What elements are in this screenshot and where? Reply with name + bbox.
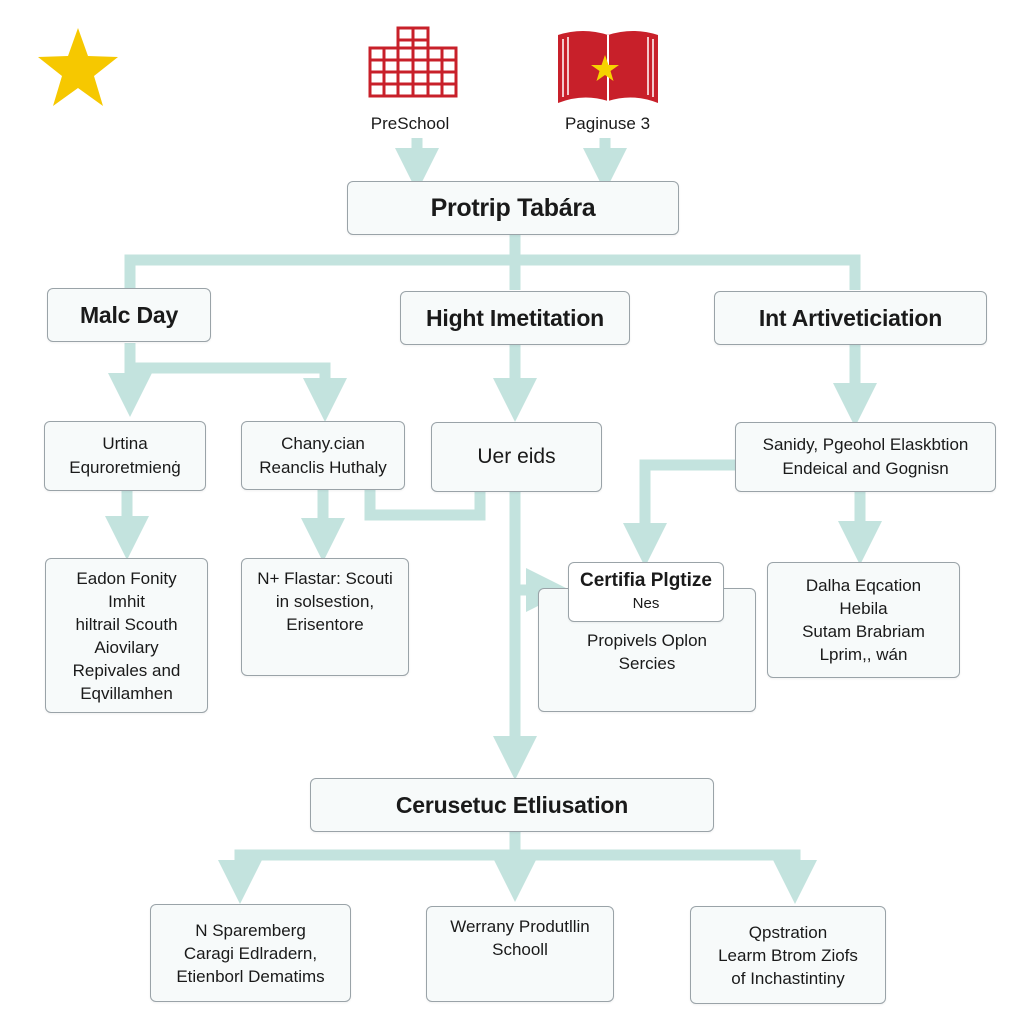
node-subtitle: Nes (632, 595, 660, 612)
node-malc-day: Malc Day (47, 288, 211, 342)
node-line: Sercies (618, 654, 676, 673)
node-line: Learm Btrom Ziofs (718, 945, 858, 965)
node-line: Sutam Brabriam (802, 622, 925, 641)
node-sanidy: Sanidy, Pgeohol Elaskbtion Endeical and … (735, 422, 996, 492)
node-line: Eadon Fonity (76, 568, 177, 588)
node-line: N+ Flastar: Scouti (257, 569, 393, 588)
node-line: Qpstration (748, 922, 828, 942)
node-line: Endeical and Gognisn (782, 459, 949, 478)
node-line: Reanclis Huthaly (259, 457, 387, 477)
star-icon (38, 28, 118, 106)
node-line: Sanidy, Pgeohol Elaskbtion (762, 435, 969, 454)
node-line: Repivales and (72, 660, 181, 680)
node-line: hiltrail Scouth (75, 614, 178, 634)
node-line: Uer eids (477, 445, 556, 468)
root-node: Protrip Tabára (347, 181, 679, 235)
node-line: Imhit (108, 591, 145, 611)
node-line: Lprim,, wán (819, 645, 908, 664)
node-eadon-fonity: Eadon Fonity Imhit hiltrail Scouth Aiovi… (45, 558, 208, 713)
node-hight-imetitation: Hight Imetitation (400, 291, 630, 345)
root-node-label: Protrip Tabára (430, 193, 596, 222)
node-label: Cerusetuc Etliusation (395, 791, 629, 818)
node-line: Equroretmienġ (69, 458, 181, 477)
node-line: Propivels Oplon (586, 631, 707, 650)
flag-book-icon (558, 31, 658, 103)
node-uer-eids: Uer eids (431, 422, 602, 492)
school-building-icon (368, 26, 458, 98)
book-label: Paginuse 3 (564, 114, 651, 133)
node-line: Schooll (492, 940, 548, 959)
node-line: Hebila (839, 599, 888, 618)
node-flastar: N+ Flastar: Scouti in solsestion, Erisen… (241, 558, 409, 676)
node-cerusetuc-etliusation: Cerusetuc Etliusation (310, 778, 714, 832)
node-line: of Inchastintiny (731, 968, 845, 988)
node-line: Werrany Produtllin (450, 917, 590, 936)
node-int-artiveticiation: Int Artiveticiation (714, 291, 987, 345)
node-label: Int Artiveticiation (758, 304, 943, 331)
node-dalha-eqcation: Dalha Eqcation Hebila Sutam Brabriam Lpr… (767, 562, 960, 678)
preschool-label: PreSchool (370, 114, 450, 133)
node-line: Urtina (102, 434, 148, 453)
node-qpstration: Qpstration Learm Btrom Ziofs of Inchasti… (690, 906, 886, 1004)
node-line: Etienborl Dematims (176, 966, 325, 986)
node-line: Caragi Edlradern, (183, 943, 318, 963)
node-label: Malc Day (79, 301, 179, 328)
node-line: Eqvillamhen (80, 683, 173, 703)
node-line: Erisentore (286, 615, 364, 634)
node-certifia-plgtize: Certifia Plgtize Nes (568, 562, 724, 622)
node-urtina: Urtina Equroretmienġ (44, 421, 206, 491)
node-line: N Sparemberg (195, 920, 306, 940)
node-werrany: Werrany Produtllin Schooll (426, 906, 614, 1002)
node-label: Hight Imetitation (425, 304, 605, 331)
node-title: Certifia Plgtize (580, 570, 712, 591)
node-line: Chany.cian (281, 433, 365, 453)
node-chany-cian: Chany.cian Reanclis Huthaly (241, 421, 405, 490)
node-line: Dalha Eqcation (805, 576, 922, 595)
node-line: Aiovilary (94, 637, 159, 657)
node-line: in solsestion, (275, 592, 375, 611)
node-sparemberg: N Sparemberg Caragi Edlradern, Etienborl… (150, 904, 351, 1002)
